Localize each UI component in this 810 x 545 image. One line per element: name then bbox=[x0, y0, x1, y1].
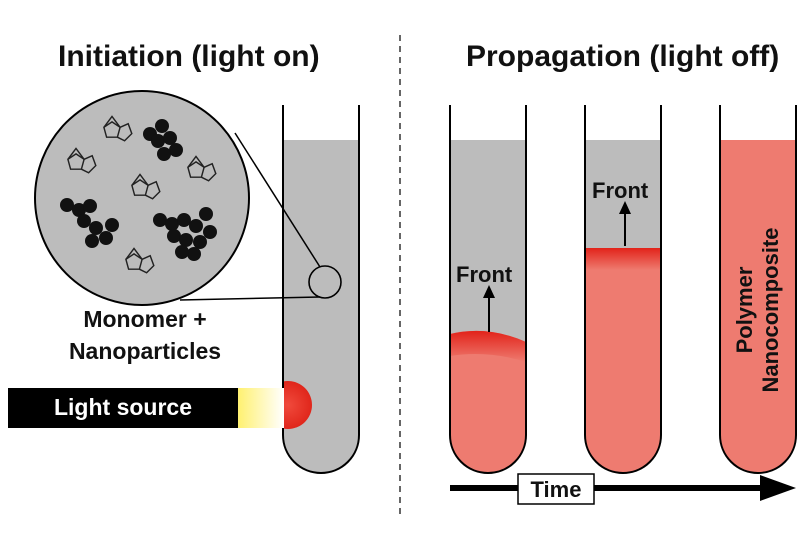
magnified-region-circle bbox=[308, 265, 342, 299]
initiation-hot-spot bbox=[283, 381, 312, 429]
light-glow bbox=[236, 388, 284, 428]
front-label-early: Front bbox=[456, 262, 513, 287]
initiation-test-tube bbox=[282, 105, 360, 474]
time-label: Time bbox=[530, 477, 582, 502]
mixture-label: Monomer + bbox=[83, 306, 207, 332]
propagation-tube-early bbox=[449, 105, 527, 474]
front-label-mid: Front bbox=[592, 178, 649, 203]
time-label-box bbox=[517, 473, 595, 505]
arrow-up-icon bbox=[483, 285, 495, 332]
light-source-bar bbox=[8, 388, 238, 428]
initiation-title: Initiation (light on) bbox=[58, 40, 320, 73]
arrow-up-icon bbox=[619, 201, 631, 246]
arrow-right-icon bbox=[450, 475, 796, 501]
propagation-title: Propagation (light off) bbox=[466, 40, 780, 73]
propagation-tube-mid bbox=[584, 105, 662, 474]
nanoparticle-cluster-icon bbox=[60, 119, 217, 261]
polymer-nanocomposite-label: Polymer Nanocomposite bbox=[732, 227, 784, 392]
polymer-label: Polymer bbox=[732, 266, 757, 354]
zoom-line-bottom bbox=[179, 296, 321, 301]
zoom-line-top bbox=[234, 132, 321, 268]
reaction-front bbox=[450, 330, 526, 362]
nanocomposite-label: Nanocomposite bbox=[758, 227, 783, 393]
reaction-front bbox=[585, 248, 661, 270]
propagation-tube-complete bbox=[719, 105, 797, 474]
mixture-label-line2: Nanoparticles bbox=[68, 338, 222, 364]
light-source-label: Light source bbox=[53, 394, 192, 420]
magnified-view bbox=[34, 90, 250, 306]
